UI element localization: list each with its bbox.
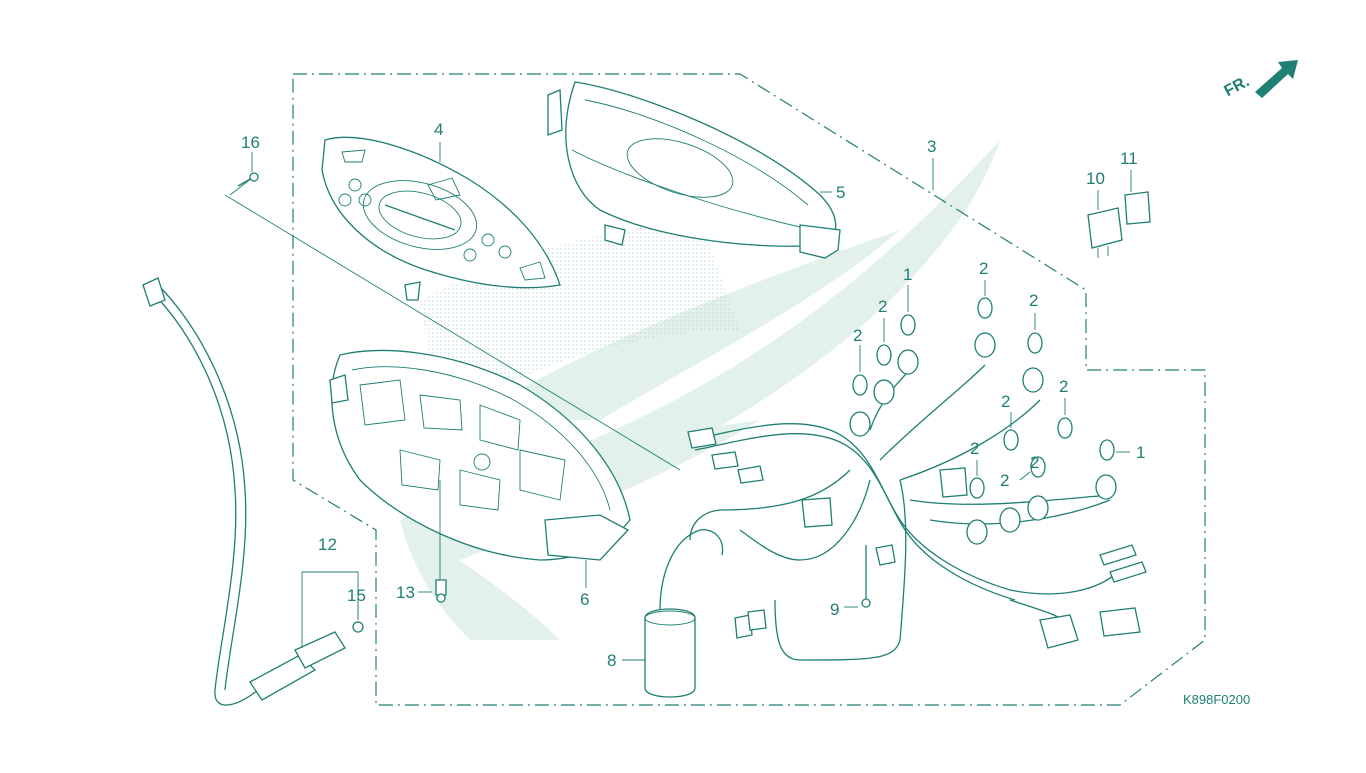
wire-harness <box>689 364 1121 661</box>
front-arrow-icon <box>1255 60 1298 98</box>
callout-4: 4 <box>434 120 444 139</box>
screw-9 <box>861 545 871 608</box>
callout-2-b: 2 <box>878 297 888 316</box>
relay-cap <box>1124 191 1151 225</box>
callout-15: 15 <box>347 586 366 605</box>
connectors <box>687 427 1147 649</box>
callout-10: 10 <box>1086 169 1105 188</box>
diagram-code: K898F0200 <box>1183 692 1251 707</box>
callout-leaders <box>251 142 1132 661</box>
speedometer-cable <box>142 277 364 706</box>
callout-12: 12 <box>318 535 337 554</box>
callout-5: 5 <box>836 183 846 202</box>
callout-1-right: 1 <box>1136 443 1146 462</box>
callout-2-d: 2 <box>853 326 863 345</box>
callout-2-e: 2 <box>1059 377 1069 396</box>
relay <box>1087 207 1123 258</box>
callout-13: 13 <box>396 583 415 602</box>
screw-16 <box>237 172 259 187</box>
screw-leader <box>224 194 681 471</box>
meter-case <box>329 349 631 561</box>
bulbs <box>852 297 1115 499</box>
callout-3: 3 <box>927 137 937 156</box>
callout-2-i: 2 <box>1030 453 1040 472</box>
harness-clamp <box>875 544 896 566</box>
wire-sleeve-8 <box>644 529 724 698</box>
meter-lens <box>547 81 841 259</box>
callout-16: 16 <box>241 133 260 152</box>
callout-2-c: 2 <box>1029 291 1039 310</box>
callout-2-h: 2 <box>1000 471 1010 490</box>
callout-2-g: 2 <box>970 439 980 458</box>
callout-8: 8 <box>607 651 617 670</box>
screw-13 <box>435 480 447 603</box>
callout-2-a: 2 <box>979 259 989 278</box>
callout-1-top: 1 <box>903 265 913 284</box>
callout-9: 9 <box>830 600 840 619</box>
callout-2-f: 2 <box>1001 392 1011 411</box>
meter-panel <box>321 136 561 301</box>
callout-6: 6 <box>580 590 590 609</box>
bulb-sockets <box>849 332 1117 545</box>
callout-11: 11 <box>1120 149 1138 168</box>
